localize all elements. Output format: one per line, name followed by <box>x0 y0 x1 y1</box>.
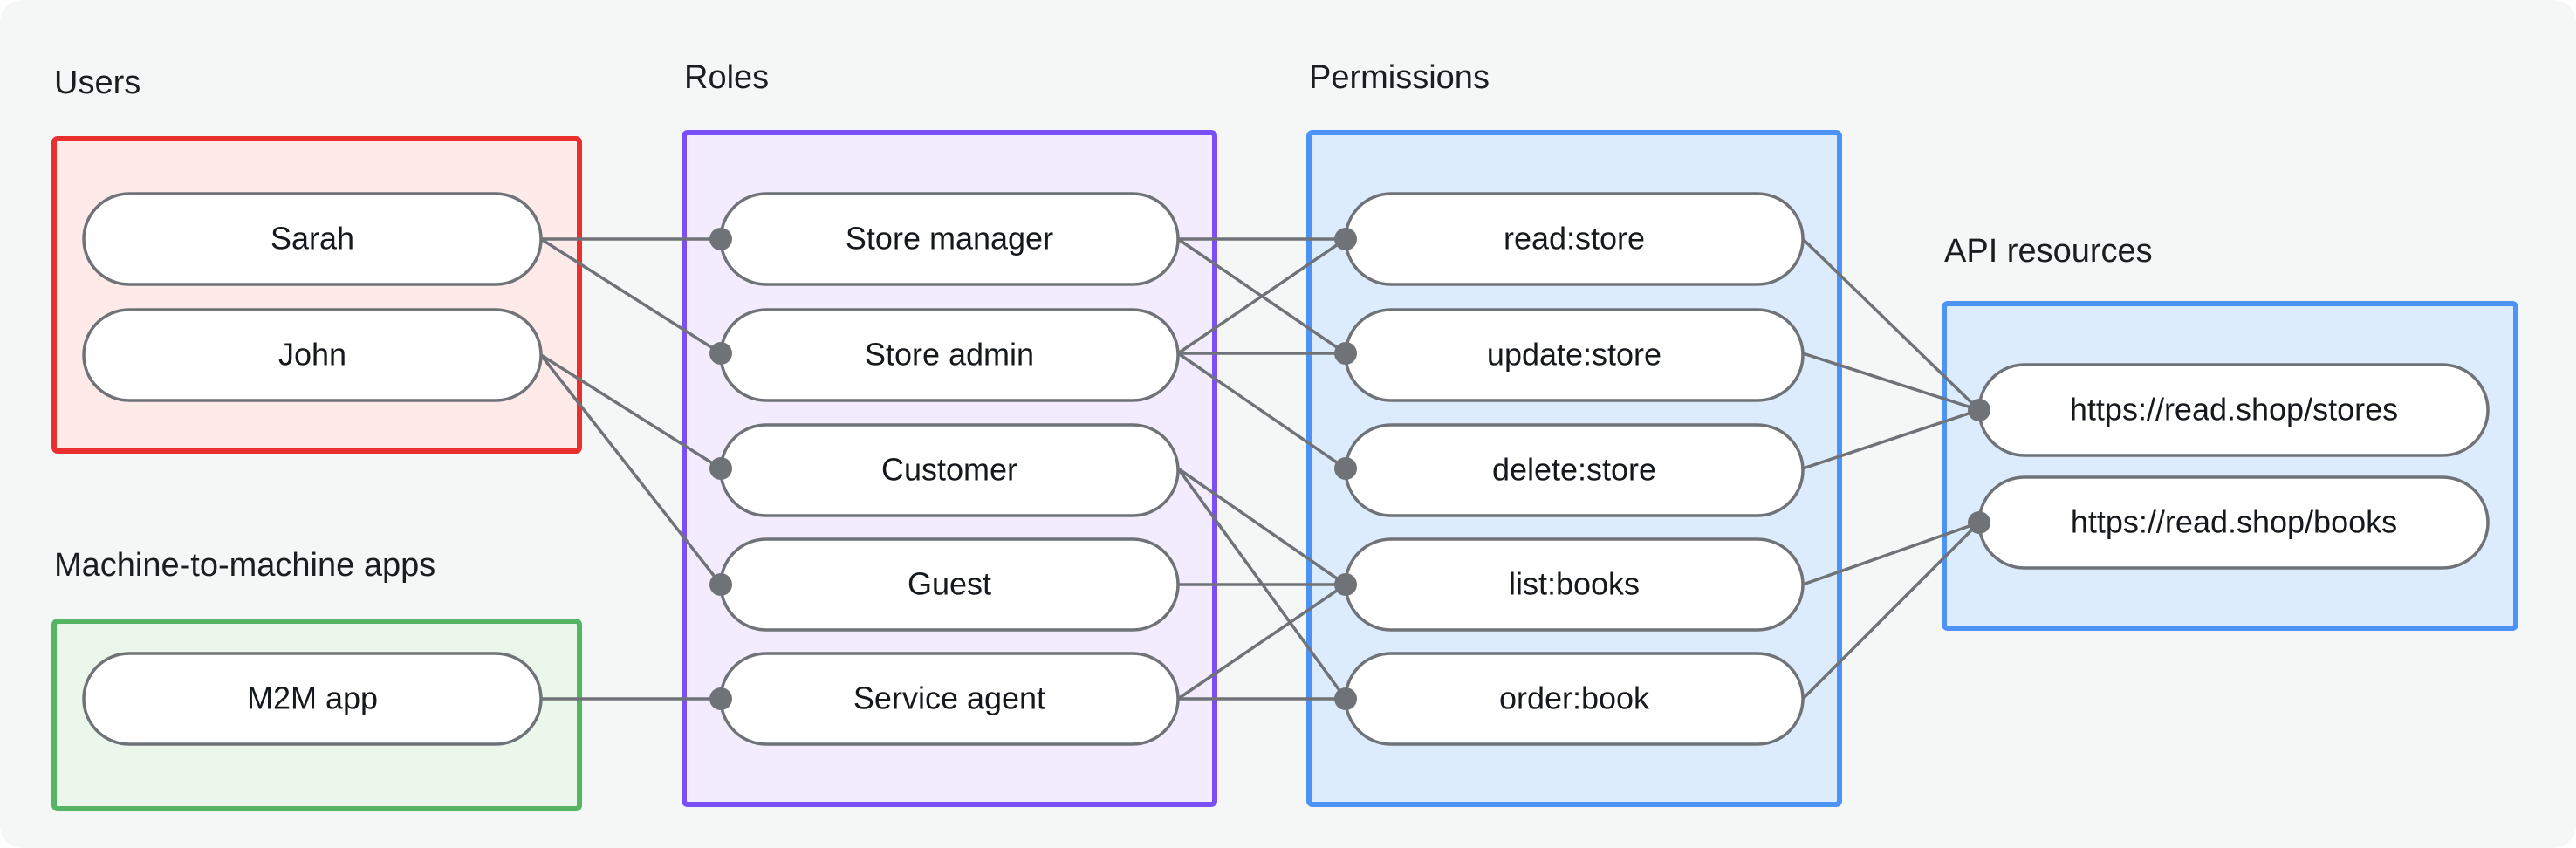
port-dot-layer <box>709 228 1990 710</box>
node-delete-store[interactable]: delete:store <box>1344 423 1805 517</box>
edge-update-store-stores-url <box>1802 352 1980 412</box>
edge-store-admin-read-store <box>1177 237 1346 355</box>
port-dot-update-store <box>1334 342 1357 365</box>
node-read-store[interactable]: read:store <box>1344 192 1805 286</box>
edge-order-book-books-url <box>1801 521 1981 701</box>
node-label-guest: Guest <box>908 566 991 602</box>
node-order-book[interactable]: order:book <box>1344 652 1805 746</box>
edge-delete-store-stores-url <box>1802 408 1980 470</box>
edge-john-customer <box>540 353 722 470</box>
group-label-roles: Roles <box>684 59 769 96</box>
edge-store-admin-delete-store <box>1177 352 1346 470</box>
port-dot-store-admin <box>709 342 732 365</box>
group-label-m2m: Machine-to-machine apps <box>54 547 435 584</box>
node-customer[interactable]: Customer <box>719 423 1180 517</box>
edge-john-guest <box>539 353 723 586</box>
port-dot-store-manager <box>709 228 732 250</box>
port-dot-books-url <box>1968 511 1990 534</box>
edge-read-store-stores-url <box>1801 237 1981 412</box>
edge-sarah-store-admin <box>540 237 722 355</box>
port-dot-customer <box>709 457 732 480</box>
node-label-list-books: list:books <box>1509 566 1640 602</box>
port-dot-delete-store <box>1334 457 1357 480</box>
edge-layer-permissions-api <box>1801 237 1981 701</box>
node-label-store-manager: Store manager <box>846 221 1053 256</box>
node-list-books[interactable]: list:books <box>1344 537 1805 632</box>
port-dot-service-agent <box>709 687 732 710</box>
edge-service-agent-list-books <box>1177 583 1346 701</box>
node-label-store-admin: Store admin <box>865 337 1034 373</box>
node-label-customer: Customer <box>881 452 1017 488</box>
node-service-agent[interactable]: Service agent <box>719 652 1180 746</box>
node-sarah[interactable]: Sarah <box>82 192 543 286</box>
group-label-users: Users <box>54 65 140 101</box>
node-store-manager[interactable]: Store manager <box>719 192 1180 286</box>
node-update-store[interactable]: update:store <box>1344 308 1805 402</box>
node-john[interactable]: John <box>82 308 543 402</box>
port-dot-list-books <box>1334 573 1357 596</box>
port-dot-stores-url <box>1968 399 1990 421</box>
node-label-order-book: order:book <box>1499 680 1650 716</box>
node-label-read-store: read:store <box>1504 221 1645 256</box>
edge-layer-roles-permissions <box>1176 237 1347 701</box>
group-label-permissions: Permissions <box>1309 59 1490 96</box>
node-label-john: John <box>278 337 346 373</box>
node-stores-url[interactable]: https://read.shop/stores <box>1977 363 2490 457</box>
node-label-books-url: https://read.shop/books <box>2071 504 2397 540</box>
edge-list-books-books-url <box>1802 521 1980 586</box>
node-label-service-agent: Service agent <box>853 680 1045 716</box>
node-label-sarah: Sarah <box>271 221 354 256</box>
node-label-stores-url: https://read.shop/stores <box>2070 392 2398 427</box>
node-label-m2m-app: M2M app <box>247 680 378 716</box>
port-dot-read-store <box>1334 228 1357 250</box>
group-box-api <box>1942 301 2518 631</box>
group-label-api: API resources <box>1944 233 2153 270</box>
node-label-delete-store: delete:store <box>1492 452 1656 488</box>
group-box-users <box>51 136 582 454</box>
port-dot-order-book <box>1334 687 1357 710</box>
node-store-admin[interactable]: Store admin <box>719 308 1180 402</box>
node-guest[interactable]: Guest <box>719 537 1180 632</box>
port-dot-guest <box>709 573 732 596</box>
node-label-update-store: update:store <box>1487 337 1661 373</box>
node-m2m-app[interactable]: M2M app <box>82 652 543 746</box>
node-books-url[interactable]: https://read.shop/books <box>1977 475 2490 570</box>
edge-customer-list-books <box>1177 467 1346 586</box>
edge-layer-users-roles <box>539 237 723 701</box>
